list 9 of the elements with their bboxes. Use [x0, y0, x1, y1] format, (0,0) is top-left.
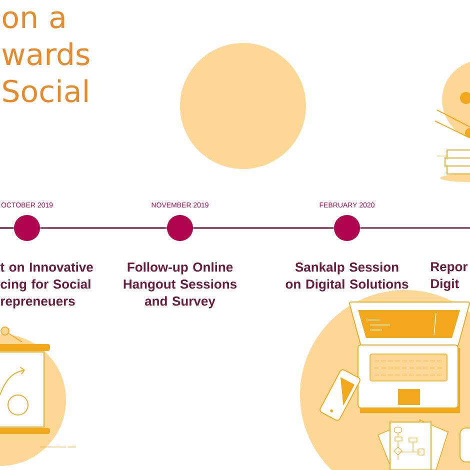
timeline-line [40, 227, 167, 229]
title: on a wards Social [2, 11, 90, 102]
timeline-line [360, 227, 470, 229]
timeline-line [193, 227, 334, 229]
timeline-line [0, 227, 14, 229]
event-title: Follow-up Online Hangout Sessions and Survey [124, 262, 237, 308]
event-title: t on Innovative cing for Social repreneuers [0, 262, 93, 308]
event-title: Repor Digit [431, 262, 468, 291]
event-title: Sankalp Session on Digital Solutions [286, 262, 408, 292]
